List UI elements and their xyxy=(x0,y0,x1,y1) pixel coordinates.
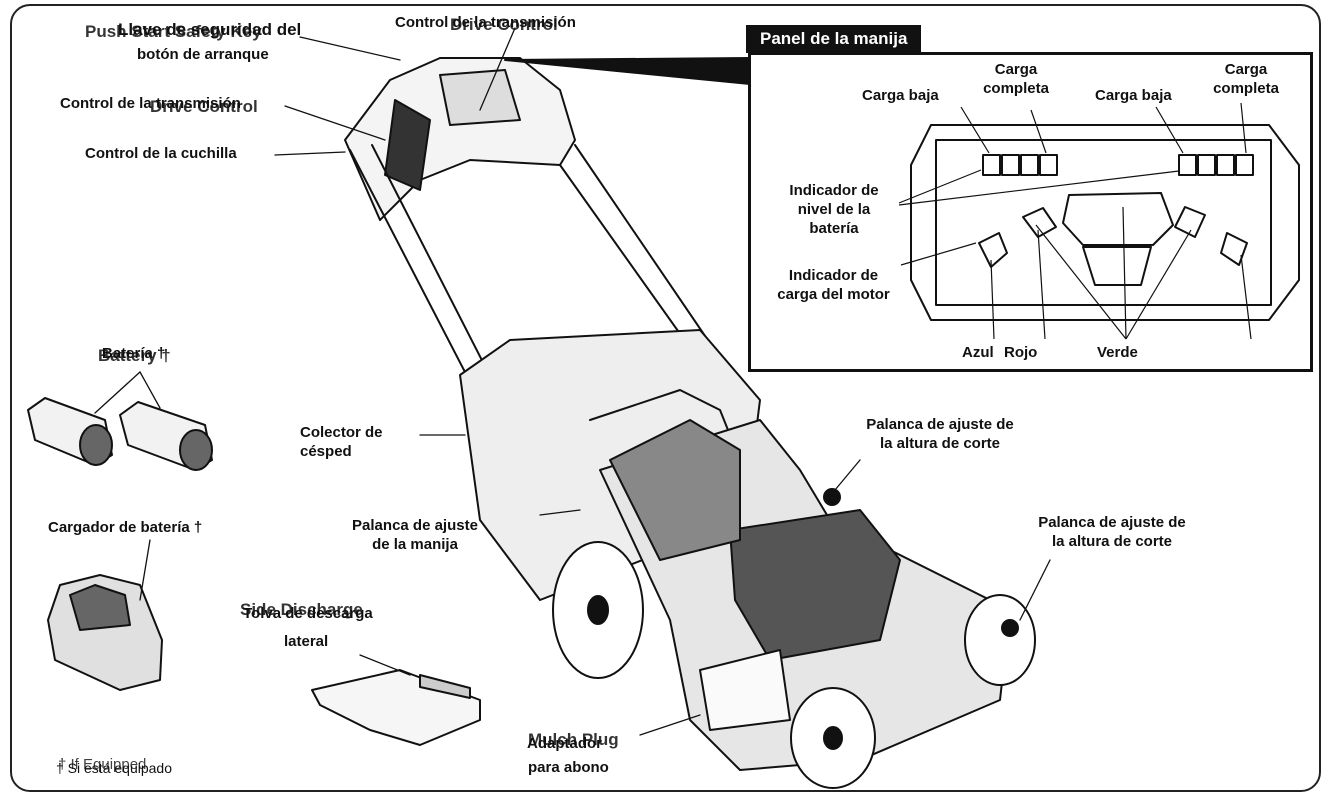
handle-panel-drawing xyxy=(898,102,1300,340)
label-drive-control-left: Drive Control xyxy=(150,97,258,116)
panel-label-carga-baja-1: Carga baja xyxy=(862,87,939,104)
motor-load-indicator xyxy=(978,192,1248,286)
battery-indicator-right xyxy=(1178,154,1254,176)
mower-deck xyxy=(599,419,1011,771)
panel-label-carga-baja-2: Carga baja xyxy=(1095,87,1172,104)
label-adaptador: Adaptador xyxy=(527,735,602,752)
footnote-en: † If Equipped xyxy=(58,756,147,773)
label-boton-arranque: botón de arranque xyxy=(137,46,269,63)
panel-title: Panel de la manija xyxy=(746,25,922,53)
mower-handle xyxy=(344,57,736,431)
label-para-abono: para abono xyxy=(528,759,609,776)
label-control-transmision-left: Control de la transmisión xyxy=(60,95,241,112)
label-push-start-key: Push Start Safety Key xyxy=(85,22,262,41)
panel-label-verde: Verde xyxy=(1097,344,1138,361)
battery-charger xyxy=(47,574,163,691)
panel-label-azul: Azul xyxy=(962,344,994,361)
label-side-discharge: Side Discharge xyxy=(240,600,363,619)
label-tolva-lateral: lateral xyxy=(284,633,329,650)
label-control-transmision-top: Control de la transmisión xyxy=(395,14,576,31)
label-mulch-plug: Mulch Plug xyxy=(528,730,619,749)
side-discharge-chute xyxy=(311,669,481,746)
label-tolva: Tolva de descarga xyxy=(243,605,373,622)
leader-lines xyxy=(94,27,1051,736)
label-llave-seguridad: Llave de seguridad del xyxy=(118,20,302,39)
label-control-cuchilla: Control de la cuchilla xyxy=(85,145,237,162)
panel-label-rojo: Rojo xyxy=(1004,344,1038,361)
label-drive-control-top: Drive Control xyxy=(450,15,558,34)
battery-indicator-left xyxy=(982,154,1058,176)
front-right-wheel xyxy=(964,594,1036,686)
footnote-es: † Si está equipado xyxy=(56,760,172,776)
diagram-frame xyxy=(10,4,1321,792)
label-battery: Battery † xyxy=(98,346,171,365)
label-cargador: Cargador de batería † xyxy=(48,519,203,536)
label-bateria: Batería † xyxy=(102,345,166,362)
battery-packs xyxy=(27,397,213,471)
panel-leader-lines xyxy=(898,102,1252,340)
